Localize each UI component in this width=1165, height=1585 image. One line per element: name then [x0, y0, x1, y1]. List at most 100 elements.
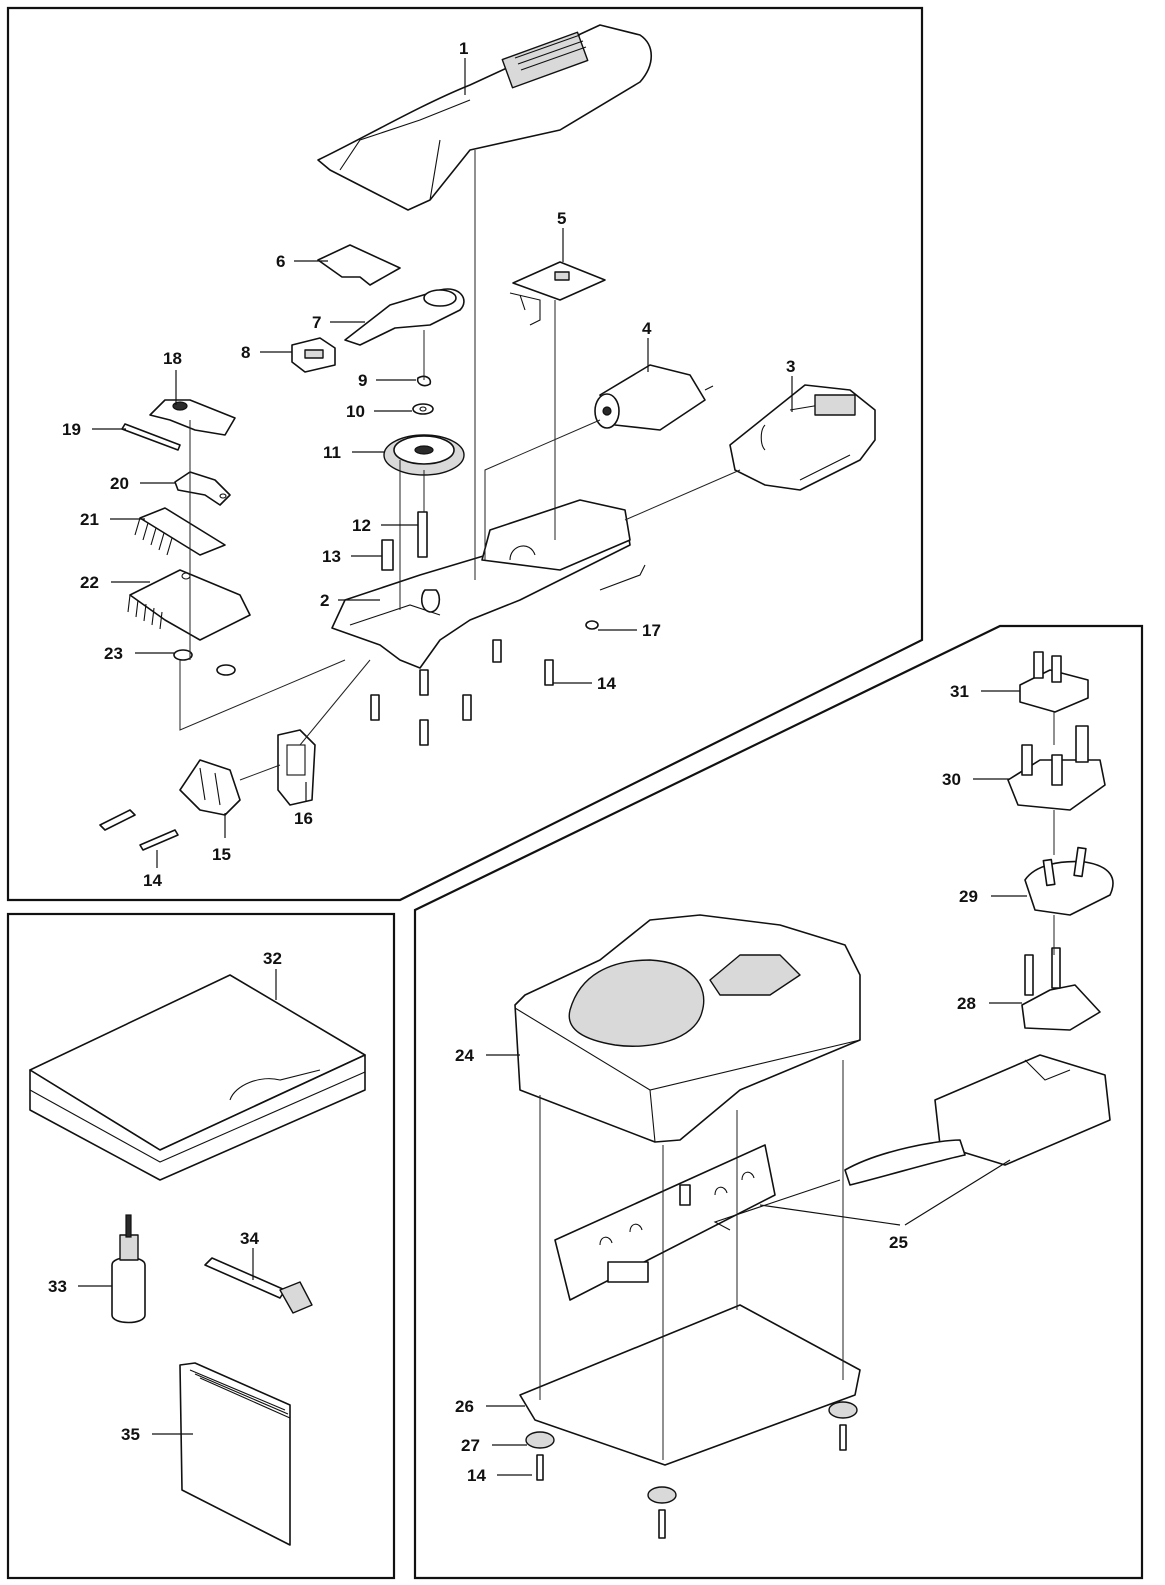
part-oil-bottle [111, 1214, 146, 1324]
callout-label: 4 [642, 319, 652, 338]
callout-label: 11 [323, 443, 341, 462]
callout-23: 23 [104, 644, 174, 663]
callout-label: 6 [276, 252, 285, 271]
callout-label: 23 [104, 644, 123, 663]
part-battery-pack [729, 384, 876, 491]
callout-label: 18 [163, 349, 182, 368]
callout-16: 16 [294, 782, 313, 828]
part-plug-au [1024, 846, 1114, 916]
part-plug-us [1019, 651, 1089, 713]
panel-clipper-assembly [6, 6, 924, 902]
callout-label: 14 [597, 674, 616, 693]
part-power-supply-cord [713, 1054, 1111, 1231]
callout-27: 27 [461, 1436, 527, 1455]
callout-6: 6 [276, 252, 328, 271]
callout-label: 35 [121, 1425, 140, 1444]
callout-label: 32 [263, 949, 282, 968]
callout-26: 26 [455, 1397, 525, 1416]
part-pin-short [381, 539, 394, 571]
callout-label: 9 [358, 371, 367, 390]
callout-21: 21 [80, 510, 145, 529]
callout-17: 17 [598, 621, 661, 640]
callout-14-blade-holder: 14 [143, 850, 162, 890]
callout-label: 26 [455, 1397, 474, 1416]
part-block [291, 337, 336, 373]
callout-18: 18 [163, 349, 182, 405]
part-blade-spring [149, 399, 236, 436]
part-blade-screw-washer [173, 649, 236, 676]
callout-19: 19 [62, 420, 126, 439]
part-pin-long [417, 511, 428, 558]
assembly-guide-lines-charger [539, 712, 1055, 1460]
callout-label: 15 [212, 845, 231, 864]
callout-13: 13 [322, 547, 382, 566]
callout-33: 33 [48, 1277, 112, 1296]
callout-14-charger: 14 [467, 1466, 532, 1485]
callout-label: 2 [320, 591, 329, 610]
callout-15: 15 [212, 813, 231, 864]
callout-label: 5 [557, 209, 566, 228]
callout-32: 32 [263, 949, 282, 1000]
callout-label: 25 [889, 1233, 908, 1252]
callout-label: 31 [950, 682, 969, 701]
callout-34: 34 [240, 1229, 259, 1280]
part-gear [383, 434, 465, 476]
part-switch-board [509, 261, 606, 326]
part-top-housing [317, 24, 653, 211]
callout-label: 17 [642, 621, 661, 640]
part-base-plate [519, 1304, 861, 1466]
callout-label: 12 [352, 516, 371, 535]
callout-11: 11 [323, 443, 384, 462]
callout-label: 3 [786, 357, 795, 376]
callout-label: 27 [461, 1436, 480, 1455]
callout-label: 21 [80, 510, 99, 529]
part-cutter-blade [134, 507, 226, 556]
part-motor [594, 364, 714, 431]
part-feet-and-screws [525, 1401, 858, 1539]
panel-charger-and-adapters [413, 624, 1144, 1580]
callout-31: 31 [950, 682, 1020, 701]
part-cleaning-brush [204, 1257, 313, 1314]
callout-label: 14 [143, 871, 162, 890]
part-plate [317, 244, 401, 286]
part-comb-blade [127, 569, 251, 641]
part-plug-uk [1007, 725, 1106, 811]
part-lever [344, 288, 465, 346]
callout-label: 1 [459, 39, 468, 58]
callout-29: 29 [959, 887, 1027, 906]
part-chassis [331, 499, 646, 669]
part-carry-case [29, 974, 366, 1181]
callout-10: 10 [346, 402, 412, 421]
callout-28: 28 [957, 994, 1022, 1013]
callout-label: 20 [110, 474, 129, 493]
part-washer [412, 403, 434, 415]
callout-label: 34 [240, 1229, 259, 1248]
callout-label: 16 [294, 809, 313, 828]
callout-8: 8 [241, 343, 292, 362]
callout-label: 28 [957, 994, 976, 1013]
part-charger-base [514, 914, 861, 1143]
callout-label: 7 [312, 313, 321, 332]
callout-label: 24 [455, 1046, 474, 1065]
screws-chassis [99, 620, 599, 851]
part-frame [277, 729, 316, 806]
part-blade-holder [179, 759, 241, 816]
callout-12: 12 [352, 516, 418, 535]
callout-4: 4 [642, 319, 652, 372]
callout-20: 20 [110, 474, 176, 493]
callout-label: 29 [959, 887, 978, 906]
part-pcb [554, 1144, 776, 1301]
callout-25: 25 [759, 1159, 1011, 1252]
callout-7: 7 [312, 313, 365, 332]
part-plug-eu [1021, 947, 1101, 1031]
part-spring-bar [121, 423, 181, 451]
callout-2: 2 [320, 591, 380, 610]
callout-label: 19 [62, 420, 81, 439]
callout-35: 35 [121, 1425, 193, 1444]
part-manual [179, 1362, 291, 1546]
callout-label: 8 [241, 343, 250, 362]
callout-24: 24 [455, 1046, 520, 1065]
callout-1: 1 [459, 39, 468, 95]
callouts: 1 2 3 4 5 6 7 8 [48, 39, 1027, 1485]
